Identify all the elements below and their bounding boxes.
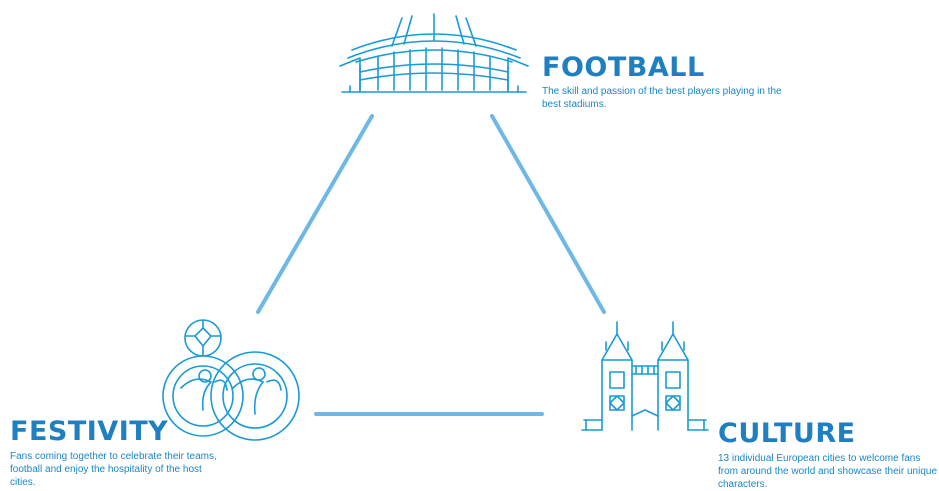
festivity-description: Fans coming together to celebrate their … [10, 450, 220, 489]
tower-bridge-icon [580, 320, 710, 442]
connector-football-culture [492, 116, 604, 312]
fans-celebrating-icon [155, 318, 305, 446]
stadium-icon [338, 10, 530, 96]
culture-heading: CULTURE [718, 420, 856, 447]
football-description: The skill and passion of the best player… [542, 85, 782, 111]
connector-football-festivity [258, 116, 372, 312]
football-heading: FOOTBALL [542, 54, 705, 81]
festivity-heading: FESTIVITY [10, 418, 168, 445]
culture-description: 13 individual European cities to welcome… [718, 452, 938, 491]
